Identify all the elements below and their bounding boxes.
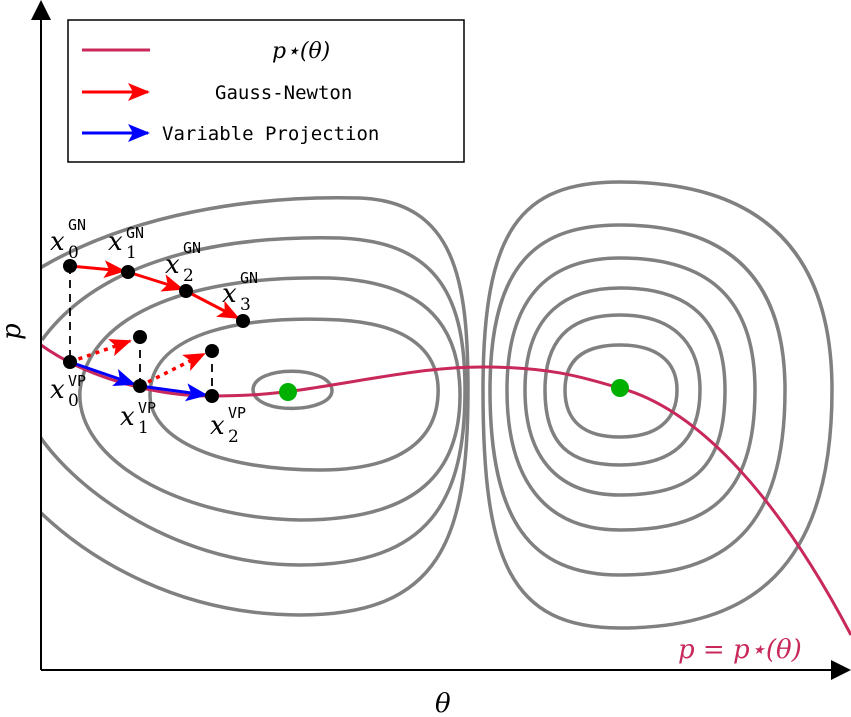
curve-label: p = p⋆(θ) [678,635,802,665]
left-contour-4 [41,236,467,567]
svg-text:x: x [165,250,180,280]
left-contour-3 [78,276,462,522]
svg-text:x: x [50,375,65,405]
gauss-newton-path [69,260,240,320]
left-contour-5 [41,195,470,617]
right-contour-3 [523,286,727,497]
left-contour-2 [148,317,440,472]
dotted-gn-steps [69,339,206,388]
svg-text:x: x [108,227,123,257]
iterate-points [63,259,250,403]
svg-text:0: 0 [68,391,79,411]
right-contour-2 [543,313,702,467]
svg-text:2: 2 [228,427,239,447]
right-contour-6 [481,180,834,630]
svg-text:0: 0 [68,243,79,263]
svg-text:1: 1 [126,243,137,263]
svg-text:VP: VP [68,372,86,390]
svg-text:x: x [50,227,65,257]
svg-text:GN: GN [68,216,86,234]
minimum-left [279,383,297,401]
svg-text:x: x [120,402,135,432]
legend-item-gauss-newton: Gauss-Newton [215,82,352,104]
y-axis-label: p [0,323,27,340]
contour-lines [41,180,834,630]
variable-projection-path [69,360,208,402]
right-contour-4 [505,256,757,532]
right-contour-5 [488,223,787,577]
svg-text:VP: VP [228,404,246,422]
svg-text:x: x [222,279,237,309]
svg-text:VP: VP [138,399,156,417]
legend-item-variable-projection: Variable Projection [162,123,379,145]
svg-text:x: x [210,411,225,441]
left-contour-1 [251,369,334,411]
svg-text:1: 1 [138,418,149,438]
legend-item-p-star: p⋆(θ) [272,39,330,64]
minimum-right [611,379,629,397]
right-contour-1 [563,343,679,439]
legend: p⋆(θ) Gauss-Newton Variable Projection [67,19,465,163]
svg-text:GN: GN [126,224,144,242]
x-axis-label: θ [435,689,451,717]
svg-text:GN: GN [183,239,201,257]
svg-text:GN: GN [240,269,258,287]
svg-text:3: 3 [240,295,251,315]
svg-text:2: 2 [183,266,194,286]
